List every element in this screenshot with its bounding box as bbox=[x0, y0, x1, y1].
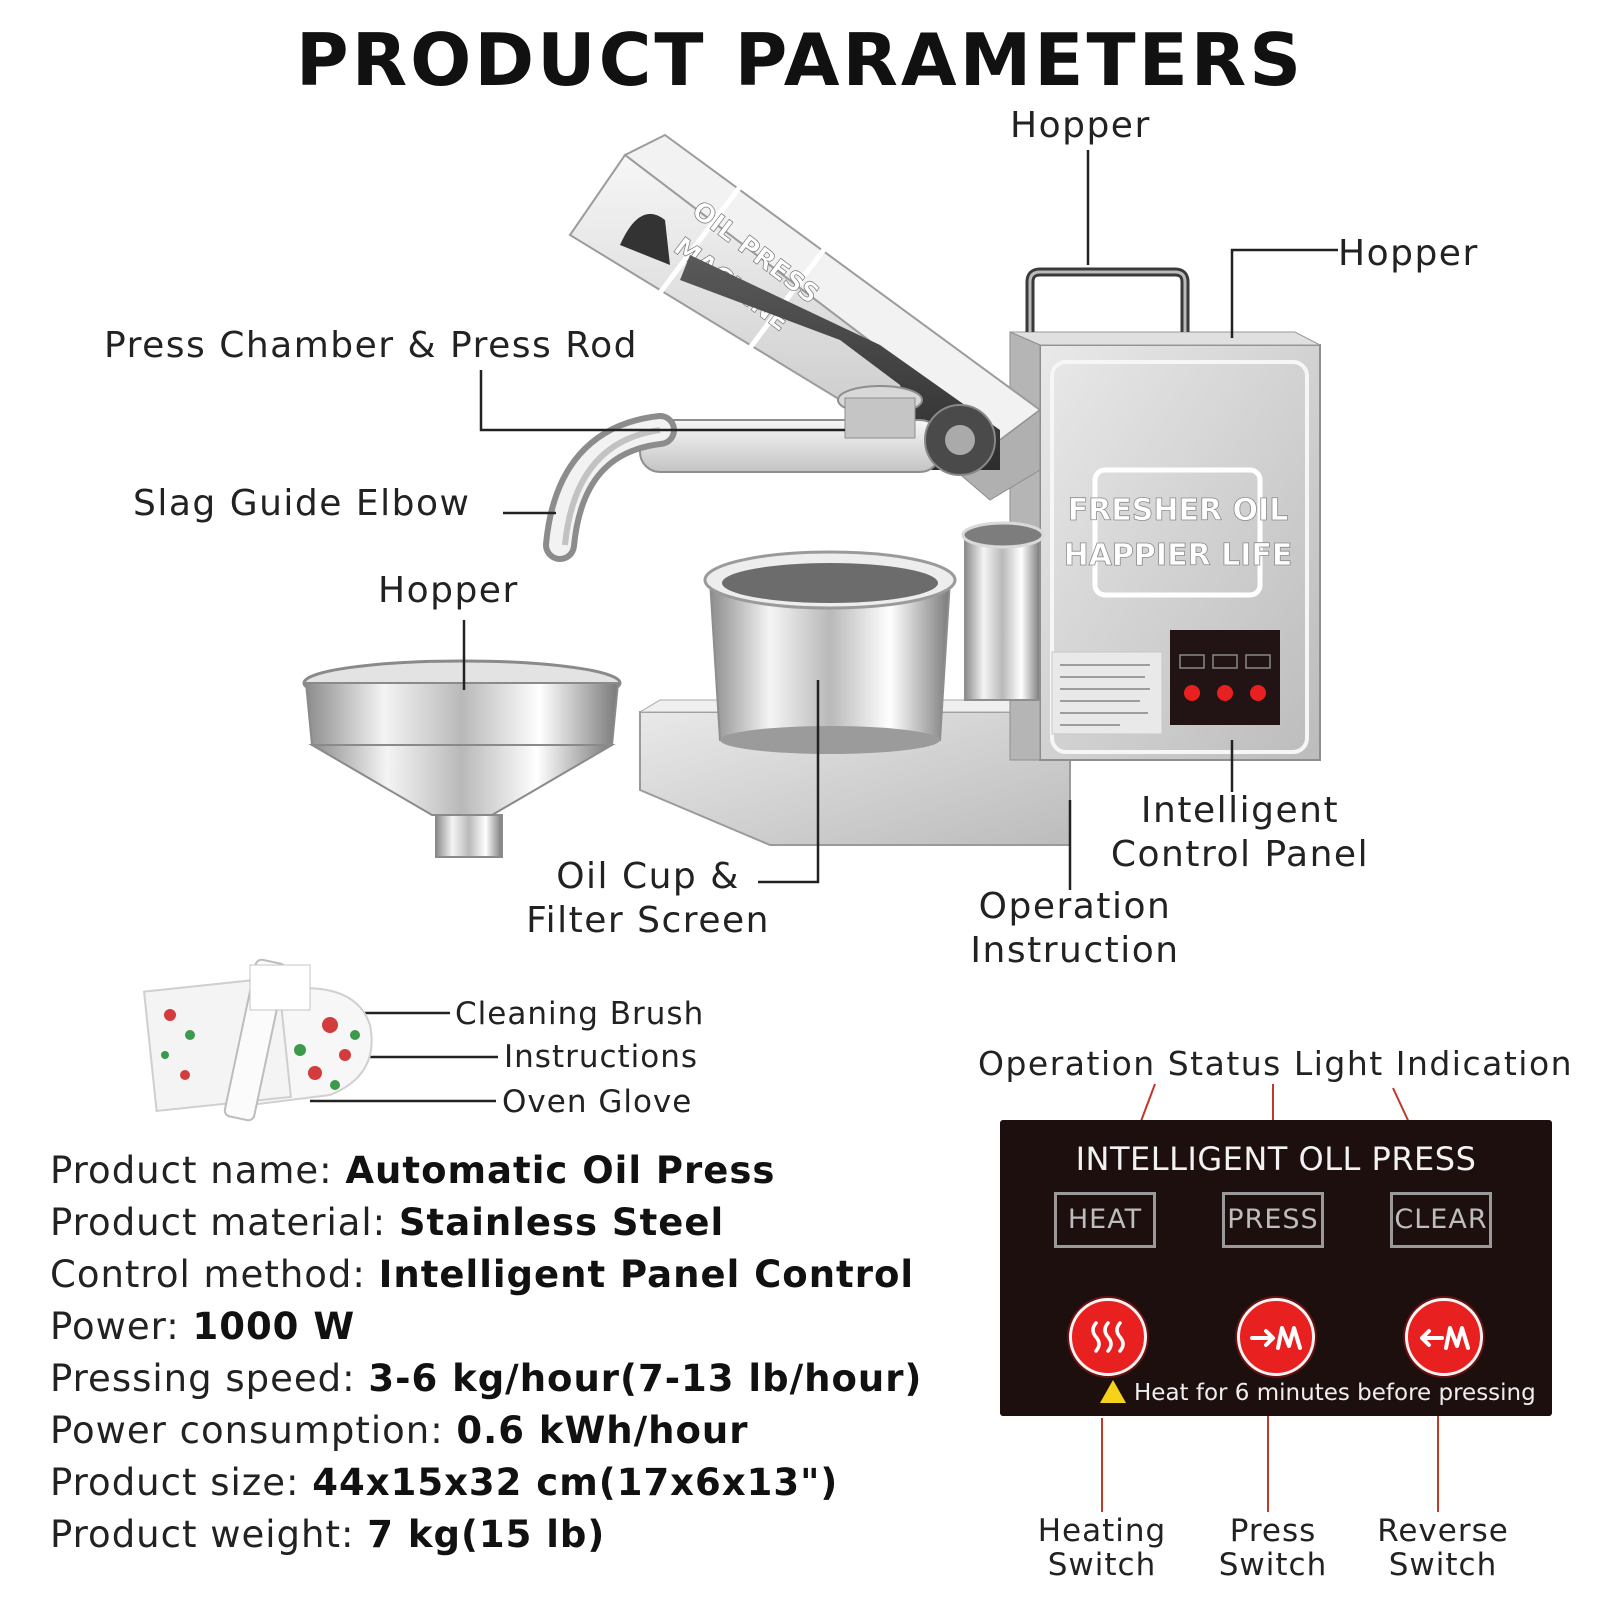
spec-value: 7 kg(15 lb) bbox=[367, 1513, 606, 1556]
reverse-switch-label-line-2: Switch bbox=[1388, 1547, 1498, 1583]
control-panel-label-line-1: Intelligent bbox=[1140, 790, 1340, 831]
spec-value: Intelligent Panel Control bbox=[378, 1253, 915, 1296]
spec-label: Control method: bbox=[50, 1253, 379, 1296]
control-panel-closeup: INTELLIGENT OLL PRESS HEAT PRESS CLEAR bbox=[1000, 1120, 1552, 1416]
press-forward-icon bbox=[1250, 1326, 1302, 1350]
panel-title: INTELLIGENT OLL PRESS bbox=[1075, 1140, 1477, 1178]
reverse-backward-icon bbox=[1420, 1326, 1470, 1350]
spec-row: Power consumption: 0.6 kWh/hour bbox=[50, 1405, 922, 1457]
oven-glove-label: Oven Glove bbox=[502, 1084, 693, 1120]
slag-guide-elbow-label: Slag Guide Elbow bbox=[133, 483, 471, 524]
reverse-switch-label-line-1: Reverse bbox=[1377, 1513, 1509, 1549]
spec-value: 44x15x32 cm(17x6x13") bbox=[312, 1461, 839, 1504]
heating-switch-button[interactable] bbox=[1069, 1298, 1147, 1376]
operation-instruction-label-line-1: Operation bbox=[978, 886, 1172, 927]
slogan-line-1: FRESHER OIL bbox=[1068, 493, 1289, 528]
status-light-heading: Operation Status Light Indication bbox=[978, 1044, 1574, 1083]
spec-row: Pressing speed: 3-6 kg/hour(7-13 lb/hour… bbox=[50, 1353, 922, 1405]
press-switch-label-line-1: Press bbox=[1229, 1513, 1317, 1549]
warning-icon bbox=[1100, 1380, 1126, 1403]
spec-label: Pressing speed: bbox=[50, 1357, 369, 1400]
oil-cup-label-line-2: Filter Screen bbox=[526, 900, 770, 941]
accessories-illustration bbox=[142, 958, 373, 1122]
warning-text-row: Heat for 6 minutes before pressing bbox=[1100, 1380, 1540, 1406]
spec-row: Product weight: 7 kg(15 lb) bbox=[50, 1509, 922, 1561]
spec-label: Power: bbox=[50, 1305, 193, 1348]
spec-value: 1000 W bbox=[192, 1305, 356, 1348]
spec-label: Product name: bbox=[50, 1149, 346, 1192]
operation-instruction-label-line-2: Instruction bbox=[970, 930, 1180, 971]
reverse-switch-button[interactable] bbox=[1405, 1298, 1483, 1376]
spec-label: Product size: bbox=[50, 1461, 313, 1504]
spec-label: Product material: bbox=[50, 1201, 399, 1244]
spec-row: Power: 1000 W bbox=[50, 1301, 922, 1353]
spec-row: Control method: Intelligent Panel Contro… bbox=[50, 1249, 922, 1301]
control-panel-label-line-2: Control Panel bbox=[1110, 834, 1370, 875]
hopper-top-label: Hopper bbox=[1010, 105, 1151, 146]
heat-indicator: HEAT bbox=[1054, 1192, 1156, 1248]
spec-value: Automatic Oil Press bbox=[345, 1149, 776, 1192]
clear-indicator: CLEAR bbox=[1390, 1192, 1492, 1248]
spec-row: Product material: Stainless Steel bbox=[50, 1197, 922, 1249]
oil-press-machine-illustration: FRESHER OIL HAPPIER LIFE OIL PRESS MACHI… bbox=[302, 133, 1321, 858]
page-title: PRODUCT PARAMETERS bbox=[295, 18, 1305, 102]
heating-switch-label-line-1: Heating bbox=[1037, 1513, 1167, 1549]
spec-label: Power consumption: bbox=[50, 1409, 457, 1452]
heating-switch-label-line-2: Switch bbox=[1047, 1547, 1157, 1583]
slogan-line-2: HAPPIER LIFE bbox=[1064, 538, 1293, 573]
press-switch-label-line-2: Switch bbox=[1218, 1547, 1328, 1583]
spec-row: Product name: Automatic Oil Press bbox=[50, 1145, 922, 1197]
spec-label: Product weight: bbox=[50, 1513, 368, 1556]
press-indicator: PRESS bbox=[1222, 1192, 1324, 1248]
spec-value: 3-6 kg/hour(7-13 lb/hour) bbox=[368, 1357, 923, 1400]
hopper-right-label: Hopper bbox=[1338, 233, 1479, 274]
spec-value: Stainless Steel bbox=[398, 1201, 725, 1244]
spec-value: 0.6 kWh/hour bbox=[456, 1409, 749, 1452]
press-switch-button[interactable] bbox=[1237, 1298, 1315, 1376]
spec-row: Product size: 44x15x32 cm(17x6x13") bbox=[50, 1457, 922, 1509]
oil-cup-label-line-1: Oil Cup & bbox=[556, 856, 740, 897]
cleaning-brush-label: Cleaning Brush bbox=[455, 996, 705, 1032]
press-chamber-label: Press Chamber & Press Rod bbox=[104, 325, 638, 366]
warning-text: Heat for 6 minutes before pressing bbox=[1134, 1380, 1536, 1406]
heat-waves-icon bbox=[1091, 1321, 1125, 1353]
hopper-left-label: Hopper bbox=[378, 570, 519, 611]
instructions-label: Instructions bbox=[504, 1039, 699, 1075]
